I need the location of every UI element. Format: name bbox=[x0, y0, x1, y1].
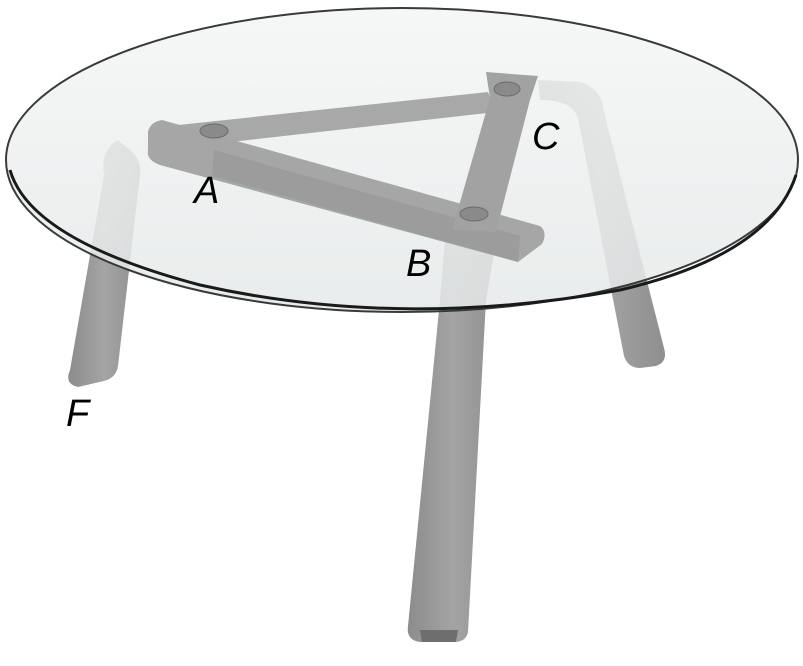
label-b: B bbox=[406, 243, 432, 285]
leg-front bbox=[407, 226, 498, 642]
label-c: C bbox=[532, 116, 560, 158]
label-f: F bbox=[66, 393, 90, 435]
glass-top bbox=[5, 7, 799, 313]
table-frame bbox=[147, 72, 545, 262]
label-a: A bbox=[194, 170, 220, 212]
